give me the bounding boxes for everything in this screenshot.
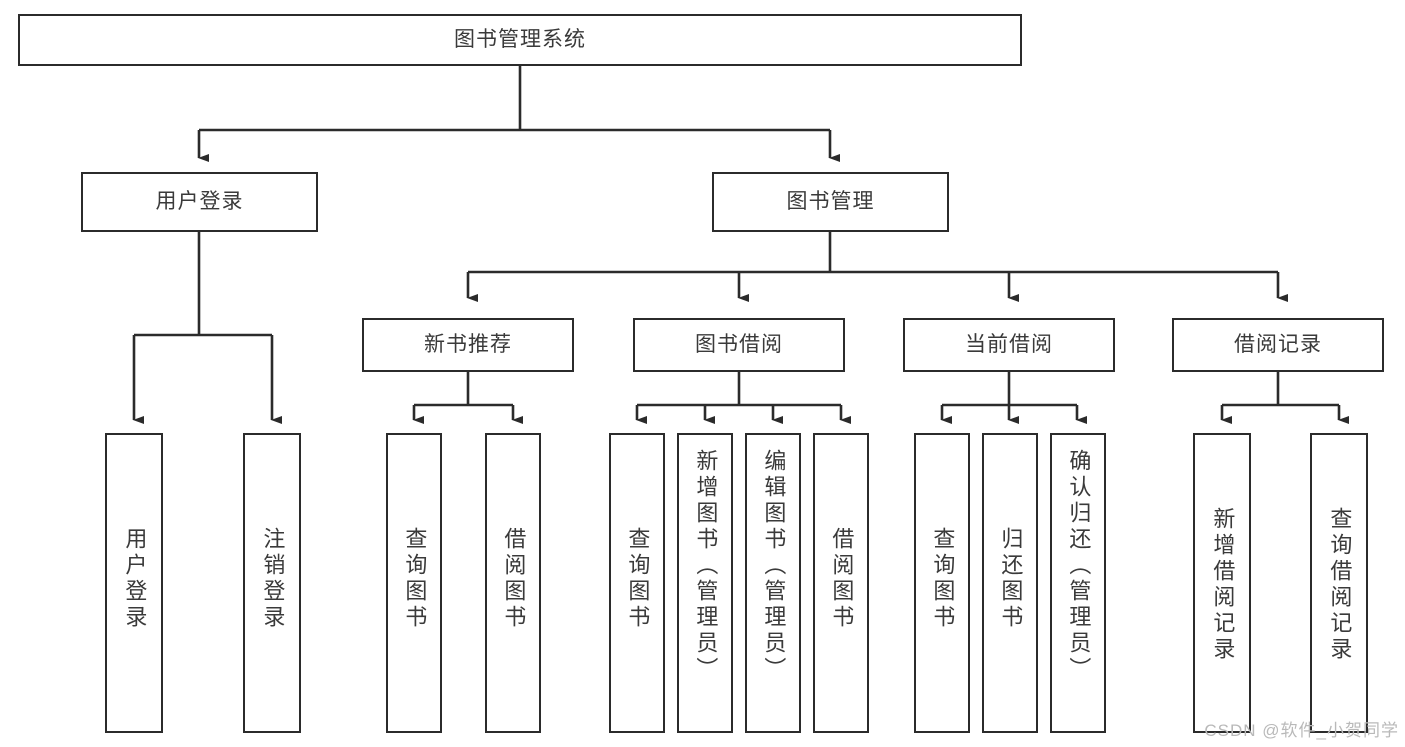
leaf-query-book-current[interactable]: 查询图书 bbox=[914, 433, 970, 733]
leaf-edit-book-admin[interactable]: 编辑图书（管理员） bbox=[745, 433, 801, 733]
node-borrow-record-label: 借阅记录 bbox=[1234, 332, 1322, 356]
leaf-add-book-admin-label: 新增图书（管理员） bbox=[693, 449, 719, 683]
leaf-edit-book-admin-label: 编辑图书（管理员） bbox=[761, 449, 787, 683]
node-current-borrow[interactable]: 当前借阅 bbox=[903, 318, 1115, 372]
leaf-add-book-admin[interactable]: 新增图书（管理员） bbox=[677, 433, 733, 733]
node-user-login-label: 用户登录 bbox=[155, 189, 244, 213]
leaf-confirm-return-admin-label: 确认归还（管理员） bbox=[1066, 449, 1092, 683]
node-new-book-recommend-label: 新书推荐 bbox=[424, 332, 512, 356]
leaf-logout[interactable]: 注销登录 bbox=[243, 433, 301, 733]
node-current-borrow-label: 当前借阅 bbox=[965, 332, 1053, 356]
leaf-add-borrow-record-label: 新增借阅记录 bbox=[1210, 507, 1236, 663]
leaf-logout-label: 注销登录 bbox=[260, 527, 286, 631]
leaf-query-borrow-record[interactable]: 查询借阅记录 bbox=[1310, 433, 1368, 733]
node-book-management-label: 图书管理 bbox=[786, 189, 875, 213]
leaf-borrow-book-recommend[interactable]: 借阅图书 bbox=[485, 433, 541, 733]
leaf-query-book-borrow-label: 查询图书 bbox=[625, 527, 651, 631]
node-user-login[interactable]: 用户登录 bbox=[81, 172, 318, 232]
node-borrow-record[interactable]: 借阅记录 bbox=[1172, 318, 1384, 372]
leaf-return-book[interactable]: 归还图书 bbox=[982, 433, 1038, 733]
node-root-label: 图书管理系统 bbox=[454, 27, 586, 51]
node-book-borrow[interactable]: 图书借阅 bbox=[633, 318, 845, 372]
node-new-book-recommend[interactable]: 新书推荐 bbox=[362, 318, 574, 372]
leaf-confirm-return-admin[interactable]: 确认归还（管理员） bbox=[1050, 433, 1106, 733]
leaf-query-book-recommend-label: 查询图书 bbox=[402, 527, 428, 631]
node-root[interactable]: 图书管理系统 bbox=[18, 14, 1022, 66]
node-book-borrow-label: 图书借阅 bbox=[695, 332, 783, 356]
leaf-return-book-label: 归还图书 bbox=[998, 527, 1024, 631]
leaf-borrow-book-label: 借阅图书 bbox=[829, 527, 855, 631]
leaf-query-book-borrow[interactable]: 查询图书 bbox=[609, 433, 665, 733]
leaf-query-book-current-label: 查询图书 bbox=[930, 527, 956, 631]
leaf-borrow-book[interactable]: 借阅图书 bbox=[813, 433, 869, 733]
leaf-query-book-recommend[interactable]: 查询图书 bbox=[386, 433, 442, 733]
watermark: CSDN @软件_小贺同学 bbox=[1204, 721, 1399, 740]
leaf-add-borrow-record[interactable]: 新增借阅记录 bbox=[1193, 433, 1251, 733]
leaf-user-login-label: 用户登录 bbox=[122, 527, 148, 631]
leaf-borrow-book-recommend-label: 借阅图书 bbox=[501, 527, 527, 631]
leaf-query-borrow-record-label: 查询借阅记录 bbox=[1327, 507, 1353, 663]
leaf-user-login[interactable]: 用户登录 bbox=[105, 433, 163, 733]
node-book-management[interactable]: 图书管理 bbox=[712, 172, 949, 232]
